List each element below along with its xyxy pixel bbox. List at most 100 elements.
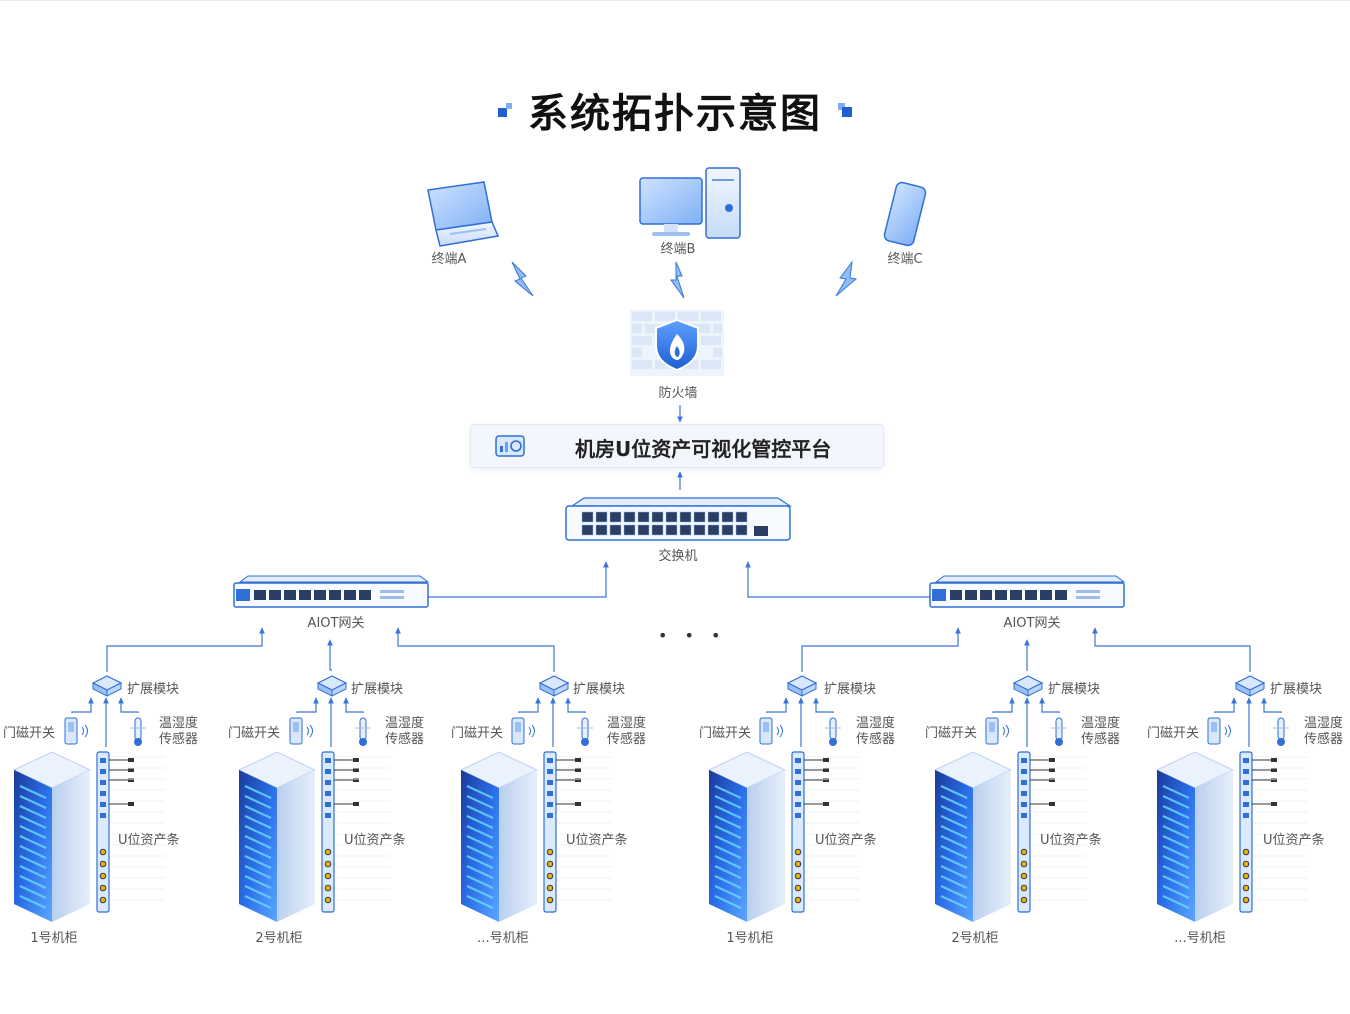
switch-port [595,511,608,523]
gateway-port [254,590,266,600]
door-sensor-label: 门磁开关 [451,726,504,741]
page-title: 系统拓扑示意图 [528,91,822,137]
gateway-port [344,590,356,600]
switch-port [707,524,720,536]
door-sensor-icon [985,717,1009,745]
link-device-module [565,697,586,713]
link-device-module [118,697,139,713]
door-sensor-icon [289,717,313,745]
sensor-label-line2: 传感器 [1081,732,1121,747]
gateway-icon [233,575,430,608]
group-links [71,627,1282,747]
cabinet-label: 1号机柜 [726,931,774,946]
cabinet-label: 1号机柜 [30,931,78,946]
switch-port [693,511,706,523]
expansion-module-icon [538,675,570,697]
switch-port [679,524,692,536]
door-sensor-label: 门磁开关 [699,726,752,741]
expansion-module-label: 扩展模块 [351,682,404,697]
temp-humidity-sensor-label: 温湿度传感器 [1304,716,1343,748]
u-asset-strip-label: U位资产条 [1040,833,1102,848]
cabinet-group [459,675,612,922]
temp-humidity-sensor-label: 温湿度传感器 [856,716,895,748]
cabinet-label: 2号机柜 [951,931,999,946]
title-bar: 系统拓扑示意图 [0,80,1350,140]
door-sensor-label: 门磁开关 [1147,726,1200,741]
cabinet-group [933,675,1086,922]
link-device-module [343,697,364,713]
switch-port [679,511,692,523]
switch-port [623,524,636,536]
switch-port [693,524,706,536]
cabinet-label: 2号机柜 [255,931,303,946]
cabinet-label: ...号机柜 [1174,931,1226,946]
expansion-module-label: 扩展模块 [1270,682,1323,697]
title-deco-left-icon [494,100,514,120]
gateway-port [980,590,992,600]
switch-icon [565,497,792,541]
sensor-label-line1: 温湿度 [1081,716,1121,731]
sensor-label-line2: 传感器 [1304,732,1344,747]
temp-humidity-sensor-label: 温湿度传感器 [385,716,424,748]
link-device-module [1214,697,1237,713]
cabinet-group [707,675,860,922]
gateway-port [359,590,371,600]
gateway-port [965,590,977,600]
door-sensor-label: 门磁开关 [228,726,281,741]
firewall-icon [630,310,724,376]
phone-icon [883,181,927,247]
link-module-gateway [106,627,265,672]
u-asset-strip-icon [321,751,390,913]
terminal-c-label: 终端C [887,252,923,267]
cabinet-group [237,675,390,922]
switch-port [637,511,650,523]
switch-label: 交换机 [658,549,698,564]
sensor-label-line1: 温湿度 [159,716,199,731]
link-device-module [296,697,319,713]
switch-port [609,511,622,523]
gateway-status-text [1076,590,1100,593]
lightning-icon [511,261,534,297]
sensor-label-line2: 传感器 [385,732,425,747]
switch-port [581,524,594,536]
expansion-module-icon [91,675,123,697]
temp-humidity-sensor-label: 温湿度传感器 [1081,716,1120,748]
gateway-port [1055,590,1067,600]
switch-port [707,511,720,523]
door-sensor-icon [1207,717,1231,745]
sensor-label-line1: 温湿度 [385,716,425,731]
server-rack-icon [459,751,539,922]
switch-port [735,524,748,536]
thermometer-icon [355,717,371,746]
temp-humidity-sensor-label: 温湿度传感器 [607,716,646,748]
switch-port [721,511,734,523]
expansion-module-label: 扩展模块 [824,682,877,697]
firewall-label: 防火墙 [658,386,698,401]
link-device-module [1261,697,1282,713]
door-sensor-icon [64,717,88,745]
platform-title: 机房U位资产可视化管控平台 [575,437,832,461]
gateway-port [1025,590,1037,600]
link-module-gateway [1024,639,1030,671]
u-asset-strip-label: U位资产条 [566,833,628,848]
thermometer-icon [130,717,146,746]
laptop-icon [427,181,500,247]
link-device-module [992,697,1015,713]
door-sensor-label: 门磁开关 [925,726,978,741]
gateway-port [269,590,281,600]
sensor-label-line2: 传感器 [856,732,896,747]
temp-humidity-sensor-label: 温湿度传感器 [159,716,198,748]
u-asset-strip-label: U位资产条 [344,833,406,848]
link-device-module [813,697,834,713]
u-asset-strip-icon [791,751,860,913]
u-asset-strip-label: U位资产条 [1263,833,1325,848]
platform-box[interactable]: 机房U位资产可视化管控平台 [470,424,884,468]
terminal-b-label: 终端B [660,242,696,257]
thermometer-icon [825,717,841,746]
lightning-icon [835,260,858,297]
gateway-port [950,590,962,600]
server-rack-icon [933,751,1013,922]
cabinet-groups [12,675,1308,922]
